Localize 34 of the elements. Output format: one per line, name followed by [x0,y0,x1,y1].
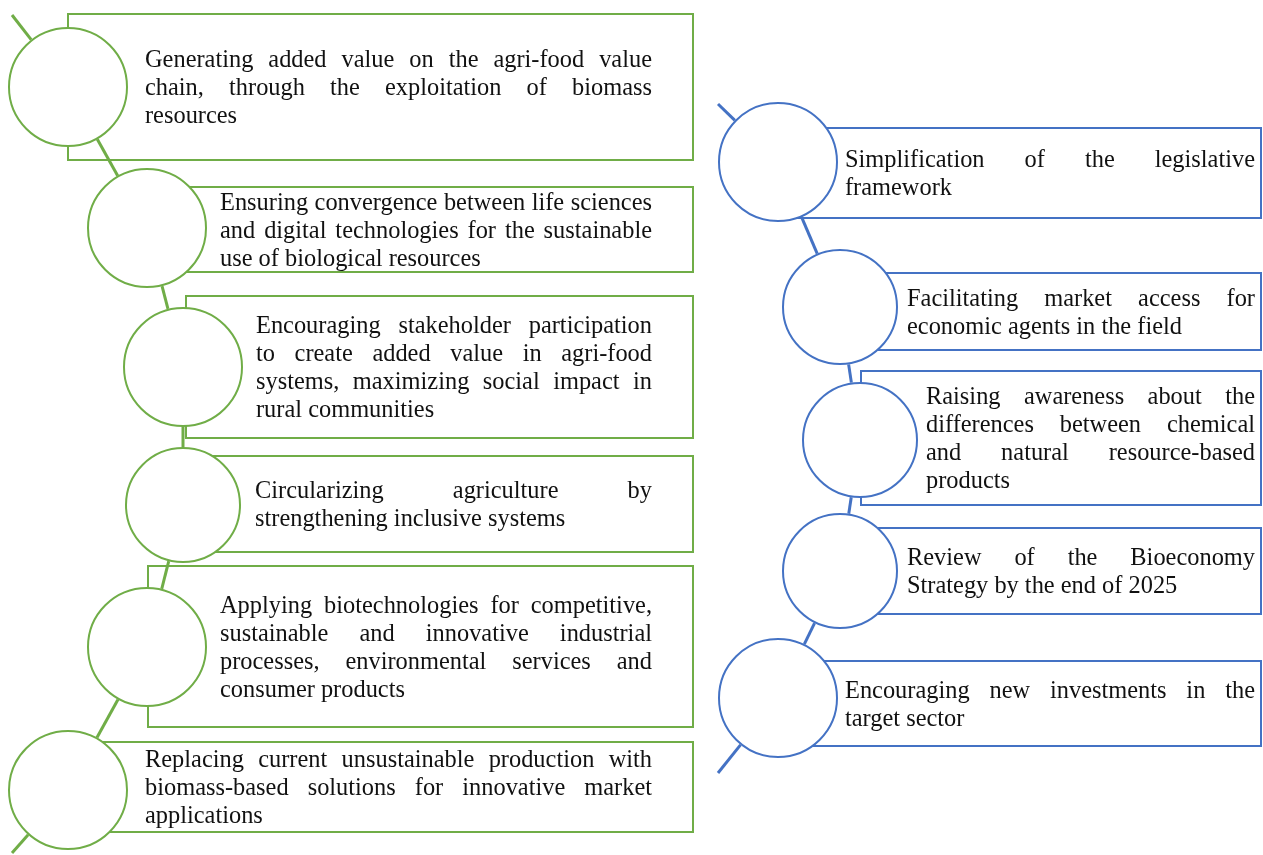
item-text: Facilitating market access for economic agents in the field [907,283,1255,340]
item-text: Applying biotechnologies for competitive, sustainable and innovative industrial processes, environmental services and consumer products [220,590,652,703]
list-item-box [838,660,1262,747]
connector-line [716,743,742,774]
connector-line [160,560,171,590]
connector-line [10,14,33,41]
connector-line [802,622,816,645]
item-text: Encouraging new investments in the target sector [845,675,1255,732]
list-item-box [898,527,1262,615]
item-text: Encouraging stakeholder participation to create added value in agri-food systems, maximizing social impact in rural communities [256,311,652,423]
connector-line [96,138,119,177]
list-item-box [128,13,694,161]
item-text: Raising awareness about the differences between chemical and natural resource-based products [926,382,1255,494]
list-item-box [838,127,1262,219]
list-item-box [243,295,694,439]
connector-line [847,497,853,514]
connector-line [847,364,853,383]
item-text: Replacing current unsustainable production with biomass-based solutions for innovative market applications [145,745,652,829]
connector-line [800,216,819,255]
item-text: Ensuring convergence between life sciences and digital technologies for the sustainable use of biological resources [220,187,652,272]
item-text: Circularizing agriculture by strengthening inclusive systems [255,476,652,532]
connector-line [181,427,185,447]
connector-line [10,833,30,854]
list-item-box [918,370,1262,506]
list-item-box [128,741,694,833]
list-item-box [207,565,694,728]
item-text: Generating added value on the agri-food value chain, through the exploitation of biomass resources [145,45,652,129]
connector-line [95,698,120,739]
item-text: Simplification of the legislative framework [845,145,1255,201]
connector-line [160,285,170,310]
connector-line [716,102,736,122]
list-item-box [241,455,694,553]
list-item-box [898,272,1262,351]
item-text: Review of the Bioeconomy Strategy by the end of 2025 [907,543,1255,599]
